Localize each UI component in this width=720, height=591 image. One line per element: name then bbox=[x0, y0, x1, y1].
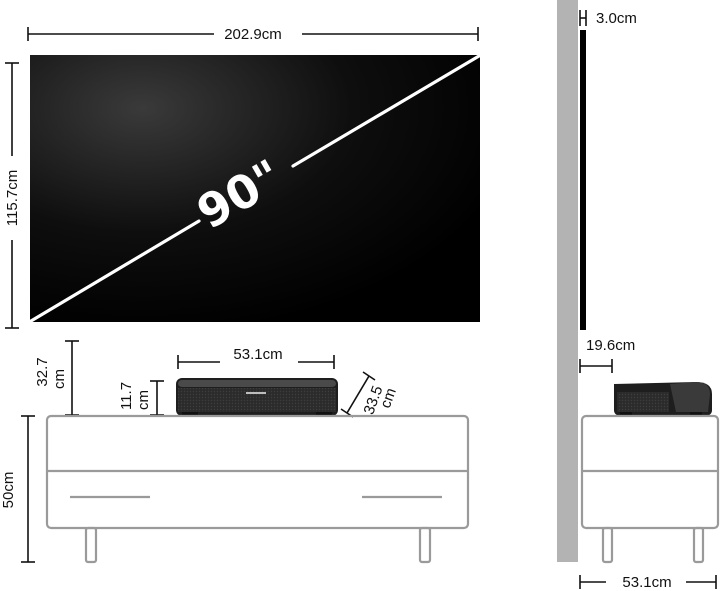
wall-offset-label: 19.6cm bbox=[586, 337, 635, 354]
screen-height-dimension bbox=[5, 62, 19, 329]
projector-width-dimension bbox=[177, 355, 335, 369]
cabinet-front bbox=[45, 414, 470, 564]
cabinet-height-dimension bbox=[21, 415, 35, 563]
front-view: 202.9cm 115.7cm 90" 32.7 cm bbox=[0, 26, 481, 564]
screen-thickness-label: 3.0cm bbox=[596, 10, 637, 27]
projector-front bbox=[176, 378, 338, 416]
screen-width-label: 202.9cm bbox=[224, 26, 282, 43]
cabinet-side bbox=[580, 414, 720, 564]
screen-thickness-dimension bbox=[579, 10, 587, 26]
projector-height-dimension bbox=[150, 380, 164, 416]
screen-diagonal bbox=[29, 54, 481, 323]
screen-side bbox=[580, 30, 586, 330]
projector-depth-unit: cm bbox=[377, 386, 400, 411]
screen-width-dimension bbox=[27, 27, 479, 41]
wall bbox=[557, 0, 578, 562]
side-depth-dimension bbox=[579, 575, 717, 589]
cabinet-height-label: 50cm bbox=[0, 472, 17, 509]
gap-unit: cm bbox=[51, 369, 68, 389]
projector-width-label: 53.1cm bbox=[233, 346, 282, 363]
projector-height-value: 11.7 bbox=[118, 382, 135, 410]
screen-height-label: 115.7cm bbox=[4, 170, 21, 226]
projector-height-unit: cm bbox=[135, 390, 152, 410]
projector-side bbox=[614, 382, 712, 416]
side-depth-label: 53.1cm bbox=[622, 574, 671, 591]
wall-offset-dimension bbox=[579, 359, 613, 373]
side-view: 3.0cm 19.6cm bbox=[557, 0, 720, 591]
gap-value: 32.7 bbox=[34, 357, 51, 386]
